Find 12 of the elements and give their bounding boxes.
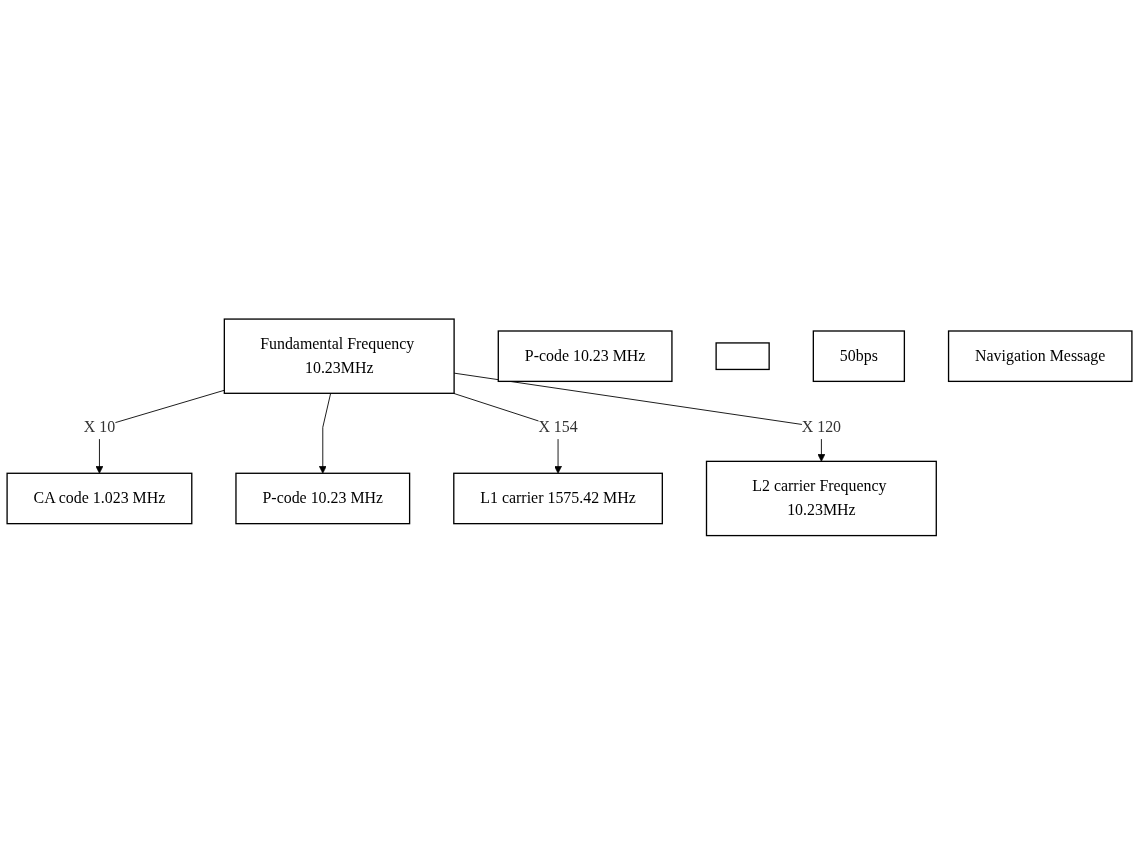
node-box: CA code 1.023 MHz (6, 472, 193, 525)
node-box: L2 carrier Frequency 10.23MHz (705, 460, 937, 537)
node-box: 50bps (812, 330, 906, 383)
node-box: P-code 10.23 MHz (497, 330, 673, 383)
node-box (715, 342, 770, 371)
edge-label: X 10 (83, 418, 116, 436)
node-box: P-code 10.23 MHz (235, 472, 411, 525)
node-box: Navigation Message (947, 330, 1133, 383)
edge-label: X 154 (538, 418, 578, 436)
edge-label: X 120 (801, 418, 842, 436)
node-box: Fundamental Frequency 10.23MHz (223, 318, 455, 395)
node-box: L1 carrier 1575.42 MHz (453, 472, 663, 525)
